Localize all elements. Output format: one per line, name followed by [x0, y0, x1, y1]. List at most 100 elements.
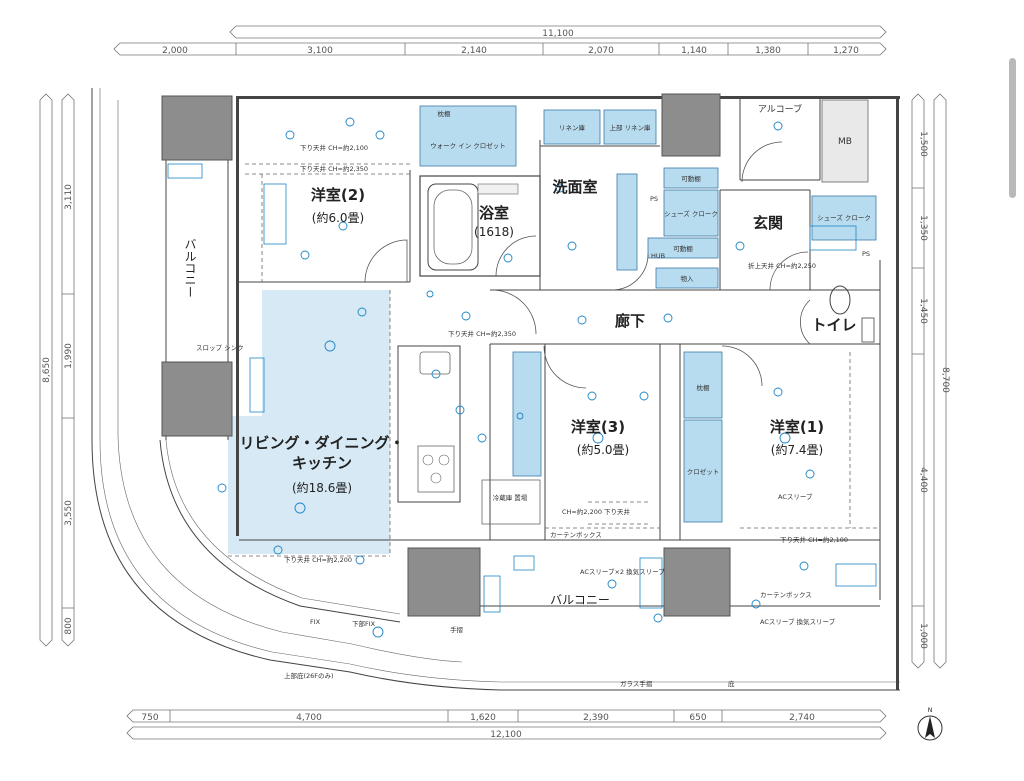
glass-rail-label: ガラス手摺 — [620, 679, 653, 688]
outer-balcony-edge — [91, 88, 900, 691]
walls — [165, 96, 900, 690]
western1-name: 洋室(1) — [770, 418, 824, 436]
walkin-closet — [419, 105, 517, 167]
right-dim-4: 4,400 — [918, 467, 928, 493]
fix-label: FIX — [310, 618, 321, 626]
left-total-dim: 8,650 — [42, 357, 52, 383]
mb-label: MB — [838, 137, 852, 147]
bath-size: (1618) — [474, 225, 514, 239]
right-dim-1: 1,500 — [918, 131, 928, 157]
ceiling-lines — [228, 163, 880, 557]
alcove-name: アルコーブ — [758, 103, 802, 115]
linen-label: リネン庫 — [559, 123, 586, 132]
bottom-dim-4: 2,390 — [583, 713, 609, 723]
right-dim-5: 1,000 — [918, 623, 928, 649]
western1-closet-b — [683, 419, 723, 523]
ac-units — [167, 163, 877, 613]
storage-closet-label: 物入 — [681, 274, 695, 283]
ps-label-2: PS — [862, 250, 870, 258]
curtain-box-label-2: カーテンボックス — [760, 591, 812, 599]
top-dim-1: 2,000 — [162, 46, 188, 56]
pillar-top-left — [161, 95, 233, 161]
ac-sleeve-label: ACスリーブ — [778, 492, 813, 501]
mb-room — [821, 99, 869, 183]
hub-label: HUB — [651, 252, 665, 260]
western3-size: (約5.0畳) — [577, 442, 629, 457]
movable-shelf-label-b: 可動棚 — [673, 244, 693, 253]
corridor-name: 廊下 — [615, 312, 645, 330]
top-dim-6: 1,380 — [755, 46, 781, 56]
top-dim-7: 1,270 — [833, 46, 859, 56]
ldk-floor-highlight-upper — [262, 290, 390, 416]
ac-sleeve2-label: ACスリーブ×2 換気スリーブ — [580, 567, 665, 576]
right-dim-3: 1,450 — [918, 298, 928, 324]
entrance-name: 玄関 — [753, 214, 783, 232]
movable-shelf-a — [663, 167, 719, 189]
ldk-floor-highlight-lower — [228, 416, 390, 554]
top-dim-3: 2,140 — [461, 46, 487, 56]
bath-name: 浴室 — [479, 204, 509, 222]
upper-linen-cabinet — [603, 109, 657, 145]
top-dimension-bar: 11,100 2,000 3,100 2,140 2,070 1,140 1,3… — [113, 25, 887, 56]
bottom-dim-6: 2,740 — [789, 713, 815, 723]
toilet-fixture — [829, 285, 875, 343]
ldk-name-line2: キッチン — [292, 454, 352, 472]
bottom-dimension-bar: 750 4,700 1,620 2,390 650 2,740 12,100 — [126, 709, 887, 740]
movable-shelf-b — [647, 237, 719, 259]
electrical-symbols — [217, 117, 815, 638]
left-dimension-bar: 8,650 3,110 1,990 3,550 800 — [39, 93, 75, 647]
pillar-top-center — [661, 93, 721, 157]
top-dim-5: 1,140 — [681, 46, 707, 56]
top-total-dim: 11,100 — [542, 29, 574, 39]
ceiling-entrance-label: 折上天井 CH=約2,250 — [748, 261, 816, 270]
western1-shelf-label: 枕棚 — [697, 383, 711, 392]
bottom-total-dim: 12,100 — [490, 730, 522, 740]
linen-cabinet — [543, 109, 601, 145]
left-dim-4: 800 — [64, 617, 74, 634]
western1-closet-label: クロゼット — [687, 467, 720, 476]
ceiling-ldk-bottom-label: 下り天井 CH=約2,200 — [284, 555, 352, 564]
balcony-bottom-name: バルコニー — [550, 593, 610, 607]
pillar-bottom-right — [663, 547, 731, 617]
western2-name: 洋室(2) — [311, 186, 365, 204]
ceiling-w1-label: 下り天井 CH=約2,100 — [780, 535, 848, 544]
walkin-shelf-label: 枕棚 — [438, 109, 452, 118]
movable-shelf-label-a: 可動棚 — [681, 174, 701, 183]
bottom-dim-1: 750 — [141, 713, 158, 723]
fix2-label: 下部FIX — [352, 619, 376, 628]
toilet-name: トイレ — [811, 316, 856, 334]
left-dim-3: 3,550 — [64, 500, 74, 526]
walkin-label: ウォーク イン クロゼット — [430, 141, 506, 150]
storage-units — [419, 105, 877, 523]
bottom-dim-2: 4,700 — [296, 713, 322, 723]
left-dim-1: 3,110 — [64, 184, 74, 210]
storage-closet — [655, 267, 719, 289]
shoes-cloak-label-a: シューズ クローク — [664, 209, 718, 218]
shoes-cloak-a — [663, 189, 719, 237]
top-dim-2: 3,100 — [307, 46, 333, 56]
kitchen-island — [397, 345, 541, 525]
compass-north-label: N — [928, 706, 933, 714]
eaves-label: 庇 — [728, 679, 735, 688]
fridge-label: 冷蔵庫 置場 — [493, 493, 528, 502]
ceiling-ldk-label: 下り天井 CH=約2,350 — [448, 329, 516, 338]
right-dim-2: 1,350 — [918, 215, 928, 241]
rail-label: 手摺 — [450, 625, 464, 634]
doors — [364, 141, 811, 389]
bottom-dim-3: 1,620 — [470, 713, 496, 723]
shoes-cloak-b — [811, 195, 877, 241]
scrollbar-thumb[interactable] — [1009, 58, 1016, 198]
bottom-dim-5: 650 — [689, 713, 706, 723]
shoes-cloak-label-b: シューズ クローク — [817, 213, 871, 222]
right-dimension-bar: 1,500 1,350 1,450 4,400 1,000 8,700 — [911, 93, 950, 669]
ldk-size: (約18.6畳) — [292, 480, 352, 495]
curtain-box-label-1: カーテンボックス — [550, 531, 602, 539]
top-dim-4: 2,070 — [588, 46, 614, 56]
western1-closet-a — [683, 351, 723, 419]
ps-label-1: PS — [650, 195, 658, 203]
western2-size: (約6.0畳) — [312, 210, 364, 225]
pillar-mid-left — [161, 361, 233, 437]
compass: N — [917, 706, 943, 741]
